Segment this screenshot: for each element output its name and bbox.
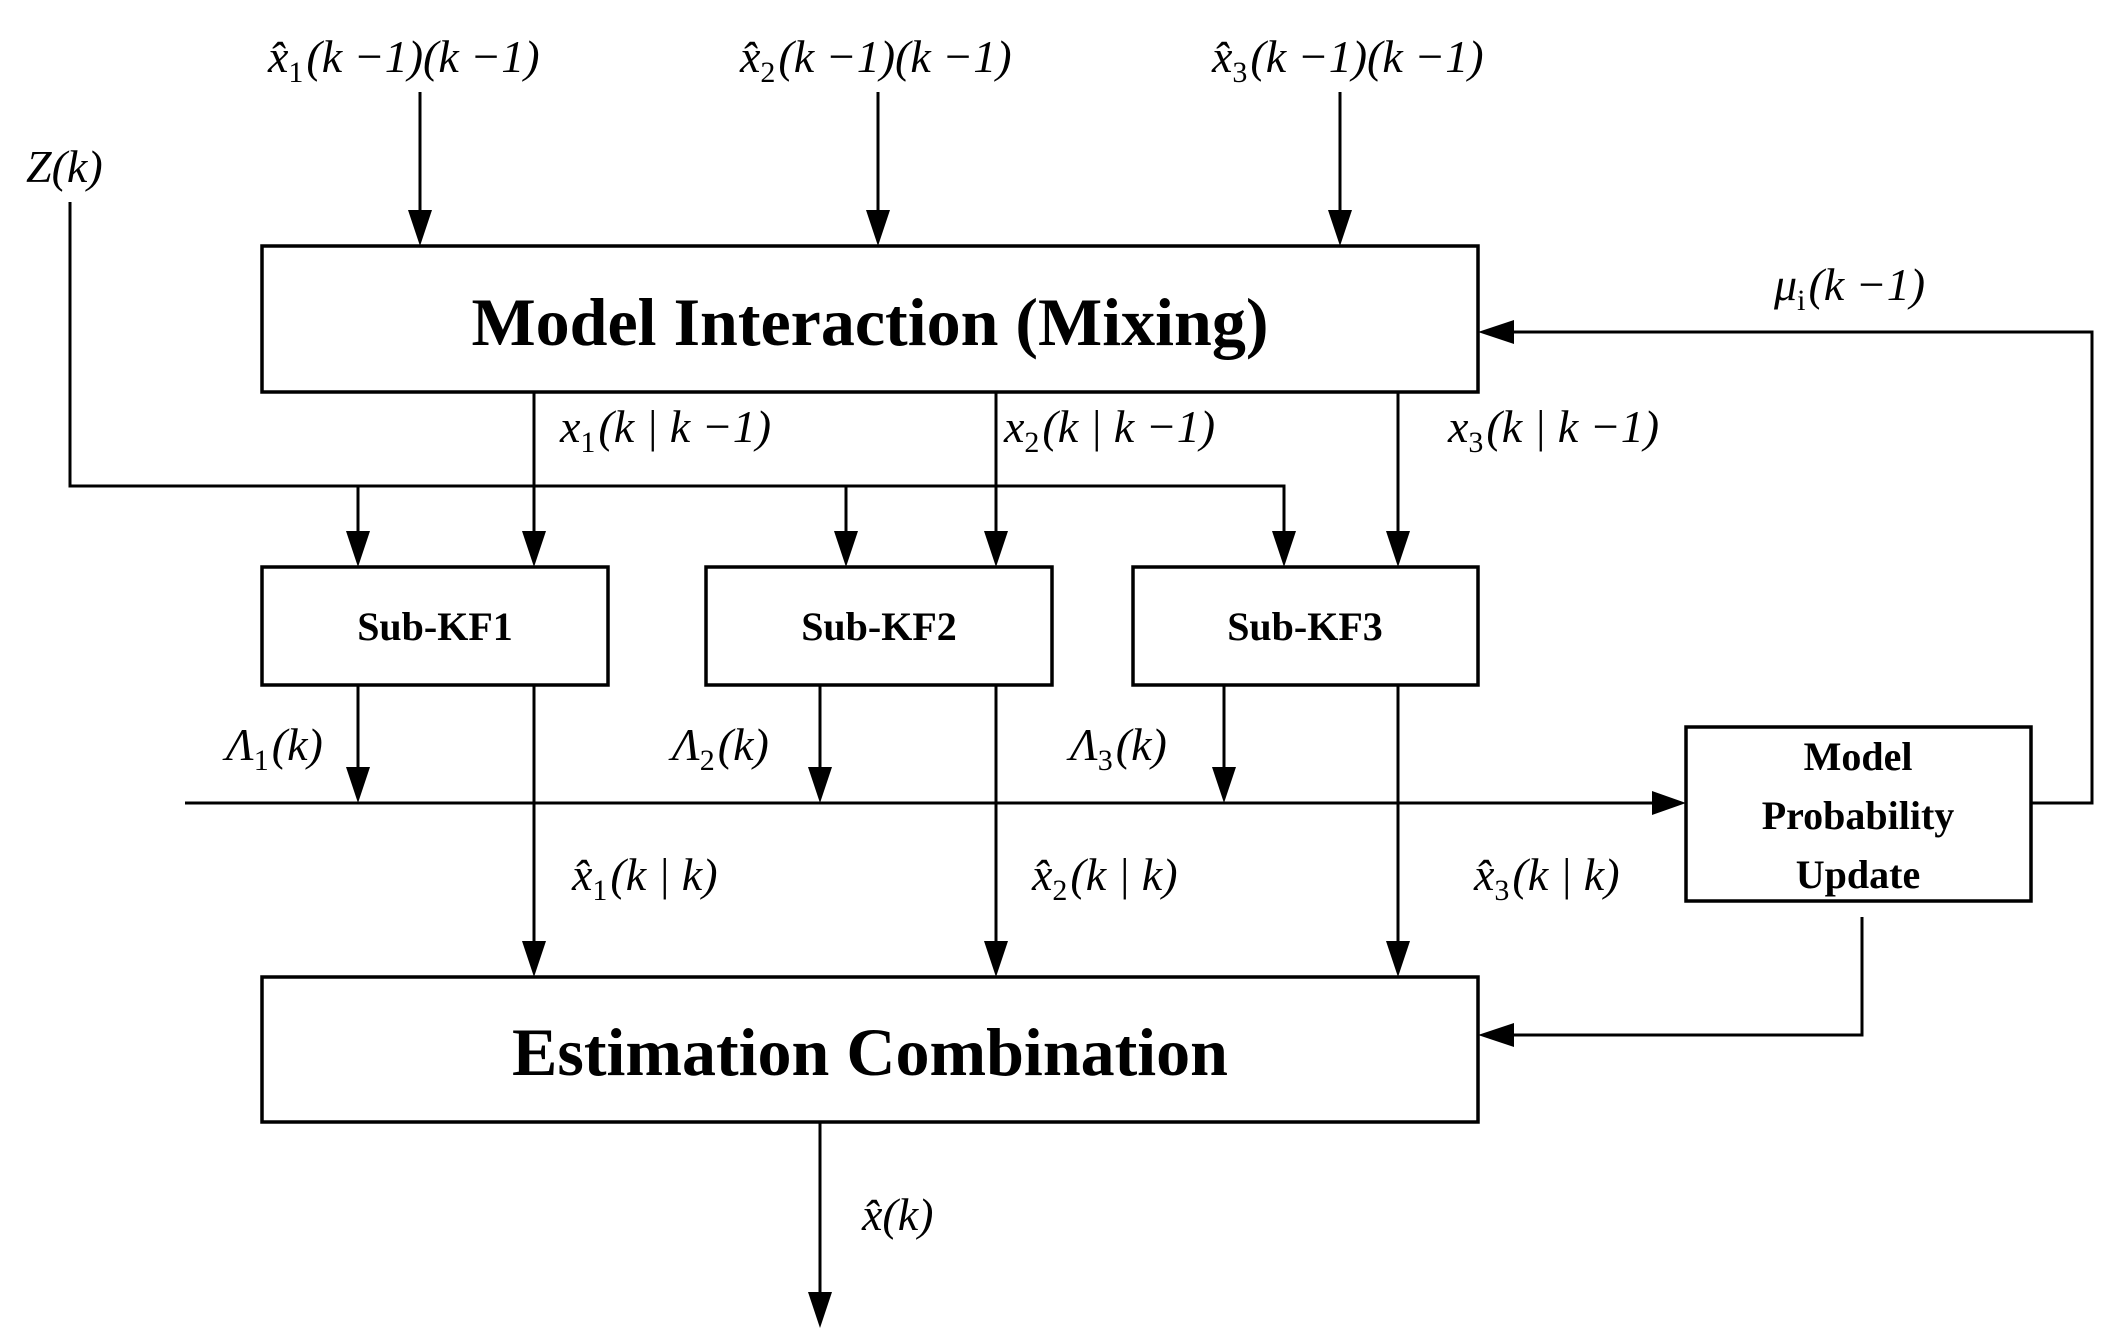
label-prev-est-3: x̂3(k −1)(k −1) bbox=[1211, 31, 1484, 89]
sub-kf1-title: Sub-KF1 bbox=[357, 604, 513, 649]
measurement-to-kf1-arrowhead bbox=[346, 531, 370, 567]
label-lik-1: Λ1(k) bbox=[222, 719, 323, 777]
estimation-combination-title: Estimation Combination bbox=[512, 1014, 1228, 1090]
sub-kf3-box bbox=[1131, 565, 1480, 687]
lik-2-arrowhead bbox=[808, 767, 832, 803]
label-lik-3: Λ3(k) bbox=[1066, 719, 1167, 777]
est-1-arrowhead bbox=[522, 941, 546, 977]
measurement-to-kf3-arrowhead bbox=[1272, 531, 1296, 567]
label-lik-2: Λ2(k) bbox=[668, 719, 769, 777]
mixed-1-arrowhead bbox=[522, 531, 546, 567]
label-est-2: x̂2(k | k) bbox=[1031, 849, 1178, 907]
mixed-3-arrowhead bbox=[1386, 531, 1410, 567]
likelihood-bus-arrowhead bbox=[1652, 791, 1686, 815]
label-mixed-2: x2(k | k −1) bbox=[1003, 401, 1215, 459]
label-mixed-3: x3(k | k −1) bbox=[1447, 401, 1659, 459]
label-measurement: Z(k) bbox=[26, 141, 103, 192]
prob-update-line2: Probability bbox=[1762, 793, 1955, 838]
output-arrowhead bbox=[808, 1292, 832, 1328]
label-mode-probability: μi(k −1) bbox=[1773, 259, 1925, 317]
prob-update-line3: Update bbox=[1796, 852, 1920, 897]
prev-est-1-arrowhead bbox=[408, 210, 432, 246]
prob-update-line1: Model bbox=[1804, 734, 1913, 779]
sub-kf1-box bbox=[260, 565, 610, 687]
sub-kf2-title: Sub-KF2 bbox=[801, 604, 957, 649]
model-interaction-title: Model Interaction (Mixing) bbox=[472, 284, 1269, 360]
label-prev-est-1: x̂1(k −1)(k −1) bbox=[267, 31, 540, 89]
label-prev-est-2: x̂2(k −1)(k −1) bbox=[739, 31, 1012, 89]
estimation-combination-box bbox=[260, 975, 1480, 1124]
prev-est-2-arrowhead bbox=[866, 210, 890, 246]
sub-kf2-box bbox=[704, 565, 1054, 687]
label-mixed-1: x1(k | k −1) bbox=[559, 401, 771, 459]
probability-to-combination-arrowhead bbox=[1478, 1023, 1514, 1047]
est-2-arrowhead bbox=[984, 941, 1008, 977]
measurement-bus-line bbox=[68, 202, 1286, 540]
sub-kf3-title: Sub-KF3 bbox=[1227, 604, 1383, 649]
mode-probability-feedback-line bbox=[1506, 330, 2094, 805]
mode-probability-feedback-arrowhead bbox=[1478, 320, 1514, 344]
label-output: x̂(k) bbox=[861, 1189, 933, 1240]
probability-to-combination-line bbox=[1506, 917, 1864, 1037]
label-est-3: x̂3(k | k) bbox=[1473, 849, 1620, 907]
est-3-arrowhead bbox=[1386, 941, 1410, 977]
prev-est-3-arrowhead bbox=[1328, 210, 1352, 246]
model-probability-update-box bbox=[1684, 725, 2033, 903]
measurement-to-kf2-arrowhead bbox=[834, 531, 858, 567]
model-interaction-box bbox=[260, 244, 1480, 394]
lik-1-arrowhead bbox=[346, 767, 370, 803]
label-est-1: x̂1(k | k) bbox=[571, 849, 718, 907]
mixed-2-arrowhead bbox=[984, 531, 1008, 567]
lik-3-arrowhead bbox=[1212, 767, 1236, 803]
